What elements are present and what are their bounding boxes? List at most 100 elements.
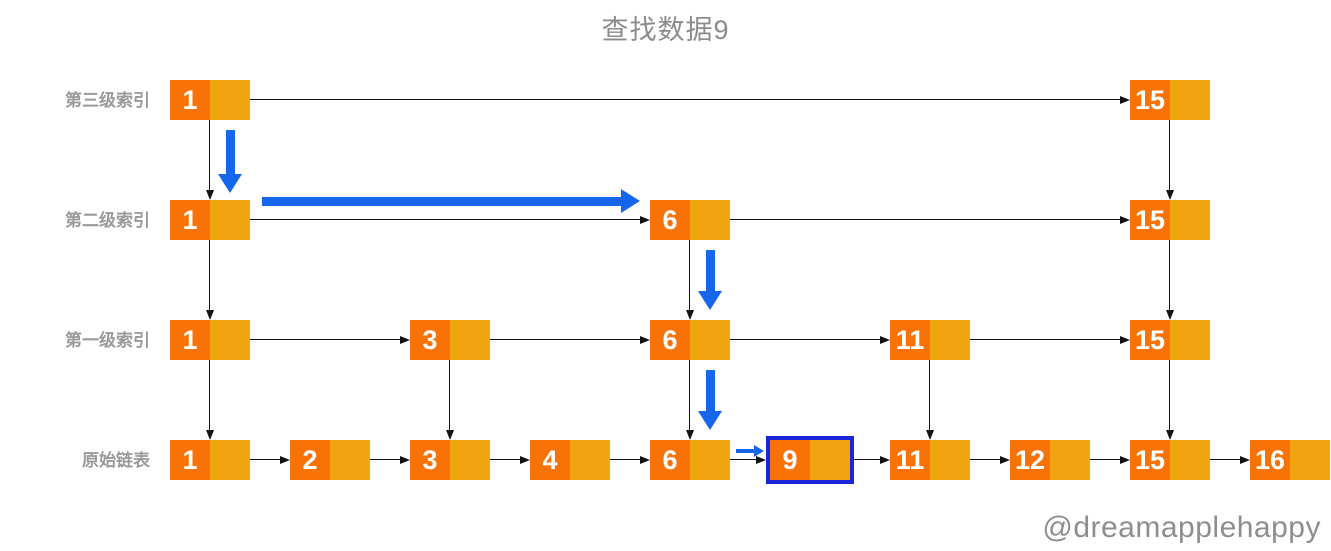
node-1: 1 [170, 80, 250, 120]
row-label-level-1: 第一级索引 [65, 330, 150, 350]
node-pointer-cell [210, 80, 250, 120]
link-line [250, 339, 401, 341]
link-line [1210, 459, 1241, 461]
node-15: 15 [1130, 440, 1210, 480]
link-line [209, 360, 211, 431]
node-pointer-cell [690, 440, 730, 480]
node-value-cell: 1 [170, 440, 210, 480]
node-highlighted-9: 9 [770, 440, 850, 480]
node-1: 1 [170, 440, 250, 480]
node-3: 3 [410, 320, 490, 360]
link-line [1169, 240, 1171, 311]
node-value-cell: 4 [530, 440, 570, 480]
link-arrowhead-icon [1000, 455, 1010, 464]
search-path-arrow [705, 250, 715, 293]
link-line [854, 459, 881, 461]
node-pointer-cell [450, 440, 490, 480]
node-pointer-cell [690, 200, 730, 240]
node-16: 16 [1250, 440, 1330, 480]
link-line [209, 120, 211, 191]
search-path-arrow [736, 449, 756, 453]
link-arrowhead-icon [925, 430, 934, 440]
node-value-cell: 6 [650, 440, 690, 480]
node-15: 15 [1130, 80, 1210, 120]
link-arrowhead-icon [205, 310, 214, 320]
link-arrowhead-icon [1120, 335, 1130, 344]
node-value-cell: 3 [410, 320, 450, 360]
node-12: 12 [1010, 440, 1090, 480]
link-arrowhead-icon [1240, 455, 1250, 464]
link-arrowhead-icon [1120, 95, 1130, 104]
search-path-arrowhead-icon [698, 291, 722, 310]
link-arrowhead-icon [685, 430, 694, 440]
node-value-cell: 11 [890, 440, 930, 480]
node-6: 6 [650, 440, 730, 480]
node-11: 11 [890, 320, 970, 360]
node-value-cell: 6 [650, 200, 690, 240]
node-value-cell: 1 [170, 200, 210, 240]
link-arrowhead-icon [400, 335, 410, 344]
link-arrowhead-icon [685, 310, 694, 320]
search-path-arrow [705, 370, 715, 413]
link-line [370, 459, 401, 461]
link-line [1169, 120, 1171, 191]
node-pointer-cell [1170, 320, 1210, 360]
search-path-arrow [262, 196, 623, 206]
link-arrowhead-icon [280, 455, 290, 464]
link-line [730, 339, 881, 341]
link-arrowhead-icon [1120, 455, 1130, 464]
link-line [209, 240, 211, 311]
node-value-cell: 1 [170, 320, 210, 360]
node-pointer-cell [570, 440, 610, 480]
link-arrowhead-icon [640, 215, 650, 224]
link-line [610, 459, 641, 461]
link-line [250, 219, 641, 221]
node-value-cell: 15 [1130, 320, 1170, 360]
node-pointer-cell [1170, 440, 1210, 480]
link-line [929, 360, 931, 431]
link-arrowhead-icon [880, 335, 890, 344]
search-path-arrowhead-icon [698, 411, 722, 430]
row-label-level-2: 第二级索引 [65, 210, 150, 230]
link-line [730, 459, 757, 461]
node-1: 1 [170, 200, 250, 240]
node-pointer-cell [1170, 200, 1210, 240]
link-line [1169, 360, 1171, 431]
search-path-arrow [225, 130, 235, 176]
node-3: 3 [410, 440, 490, 480]
node-15: 15 [1130, 200, 1210, 240]
diagram-title: 查找数据9 [601, 15, 730, 45]
link-arrowhead-icon [880, 455, 890, 464]
node-6: 6 [650, 320, 730, 360]
search-path-arrowhead-icon [218, 174, 242, 193]
node-value-cell: 11 [890, 320, 930, 360]
node-pointer-cell [330, 440, 370, 480]
node-pointer-cell [210, 200, 250, 240]
node-2: 2 [290, 440, 370, 480]
node-pointer-cell [1290, 440, 1330, 480]
node-pointer-cell [930, 440, 970, 480]
link-line [490, 459, 521, 461]
link-arrowhead-icon [400, 455, 410, 464]
node-pointer-cell [450, 320, 490, 360]
node-pointer-cell [210, 440, 250, 480]
node-pointer-cell [690, 320, 730, 360]
node-value-cell: 3 [410, 440, 450, 480]
node-15: 15 [1130, 320, 1210, 360]
node-value-cell: 16 [1250, 440, 1290, 480]
link-arrowhead-icon [640, 335, 650, 344]
link-arrowhead-icon [520, 455, 530, 464]
node-value-cell: 6 [650, 320, 690, 360]
row-label-level-0: 原始链表 [82, 450, 150, 470]
node-pointer-cell [810, 440, 850, 480]
node-value-cell: 1 [170, 80, 210, 120]
link-arrowhead-icon [1165, 190, 1174, 200]
link-line [250, 99, 1121, 101]
link-line [449, 360, 451, 431]
search-path-arrowhead-icon [754, 445, 764, 457]
node-pointer-cell [1050, 440, 1090, 480]
node-6: 6 [650, 200, 730, 240]
link-line [970, 459, 1001, 461]
node-value-cell: 2 [290, 440, 330, 480]
node-value-cell: 15 [1130, 200, 1170, 240]
